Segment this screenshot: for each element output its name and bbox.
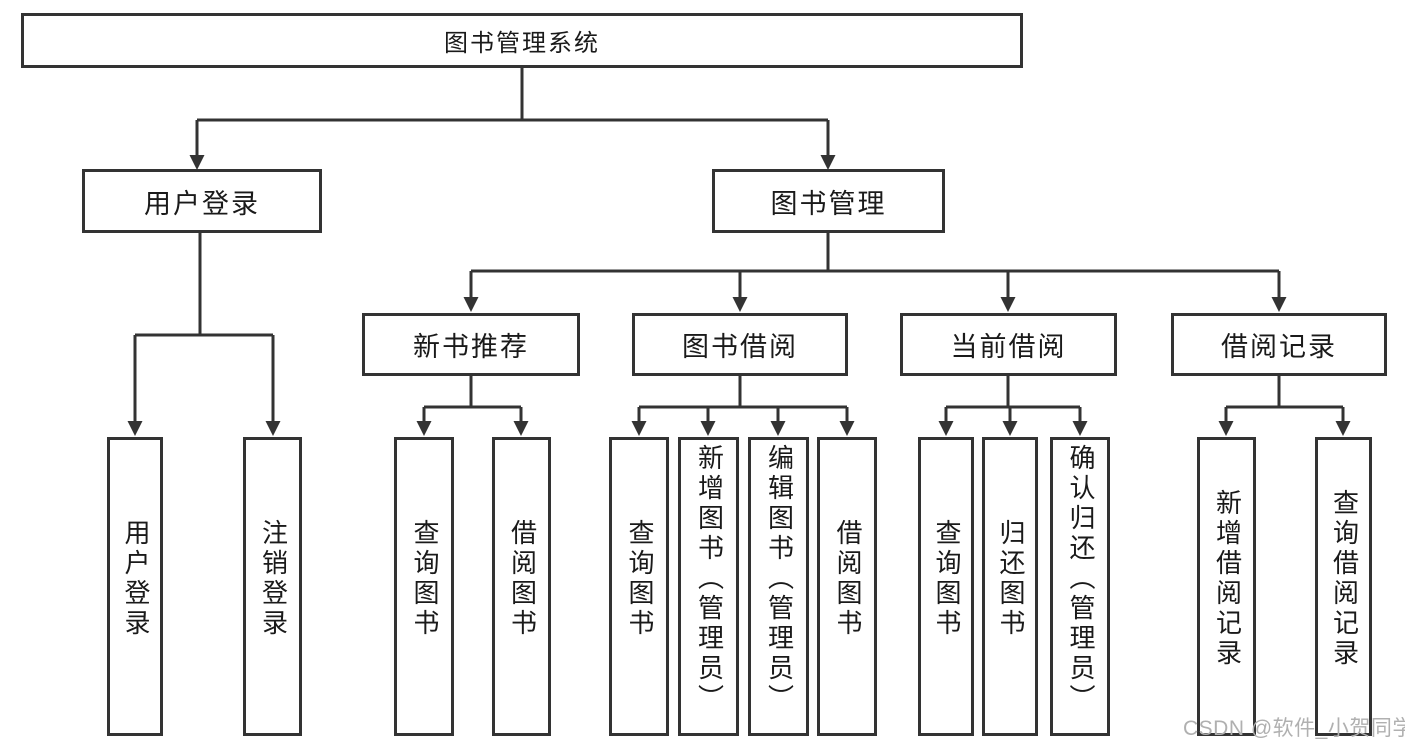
node-borrow-records: 借阅记录 [1171, 313, 1387, 376]
leaf-label: 归还图书 [995, 518, 1026, 639]
leaf-label: 用户登录 [120, 518, 151, 639]
leaf-add-books-admin: 新增图书（管理员） [678, 437, 739, 736]
leaf-label: 借阅图书 [832, 518, 863, 639]
node-current-borrow: 当前借阅 [900, 313, 1117, 376]
leaf-label: 注销登录 [258, 518, 289, 639]
node-new-book-recommend: 新书推荐 [362, 313, 580, 376]
leaf-label: 新增图书（管理员） [694, 443, 725, 714]
node-user-login: 用户登录 [82, 169, 322, 233]
leaf-label: 查询图书 [624, 518, 655, 639]
leaf-logout: 注销登录 [243, 437, 302, 736]
leaf-user-login: 用户登录 [107, 437, 163, 736]
leaf-query-books-current: 查询图书 [918, 437, 974, 736]
connector-skeleton [135, 68, 1343, 409]
leaf-query-borrow-record: 查询借阅记录 [1315, 437, 1372, 736]
leaf-return-books: 归还图书 [982, 437, 1038, 736]
leaf-confirm-return-admin: 确认归还（管理员） [1050, 437, 1110, 736]
leaf-label: 确认归还（管理员） [1065, 443, 1096, 714]
node-book-borrow: 图书借阅 [632, 313, 848, 376]
leaf-borrow-books-recommend: 借阅图书 [492, 437, 551, 736]
leaf-label: 编辑图书（管理员） [764, 443, 795, 714]
leaf-query-books-borrow: 查询图书 [609, 437, 669, 736]
node-root: 图书管理系统 [21, 13, 1023, 68]
csdn-watermark: CSDN @软件_小贺同学 [1183, 717, 1405, 740]
leaf-query-books-recommend: 查询图书 [394, 437, 454, 736]
leaf-edit-books-admin: 编辑图书（管理员） [748, 437, 809, 736]
leaf-label: 查询借阅记录 [1329, 488, 1360, 669]
node-book-mgmt: 图书管理 [712, 169, 945, 233]
leaf-add-borrow-record: 新增借阅记录 [1197, 437, 1256, 736]
leaf-label: 新增借阅记录 [1212, 488, 1243, 669]
leaf-label: 查询图书 [931, 518, 962, 639]
leaf-borrow-books-borrow: 借阅图书 [817, 437, 877, 736]
leaf-label: 查询图书 [409, 518, 440, 639]
leaf-label: 借阅图书 [507, 518, 538, 639]
